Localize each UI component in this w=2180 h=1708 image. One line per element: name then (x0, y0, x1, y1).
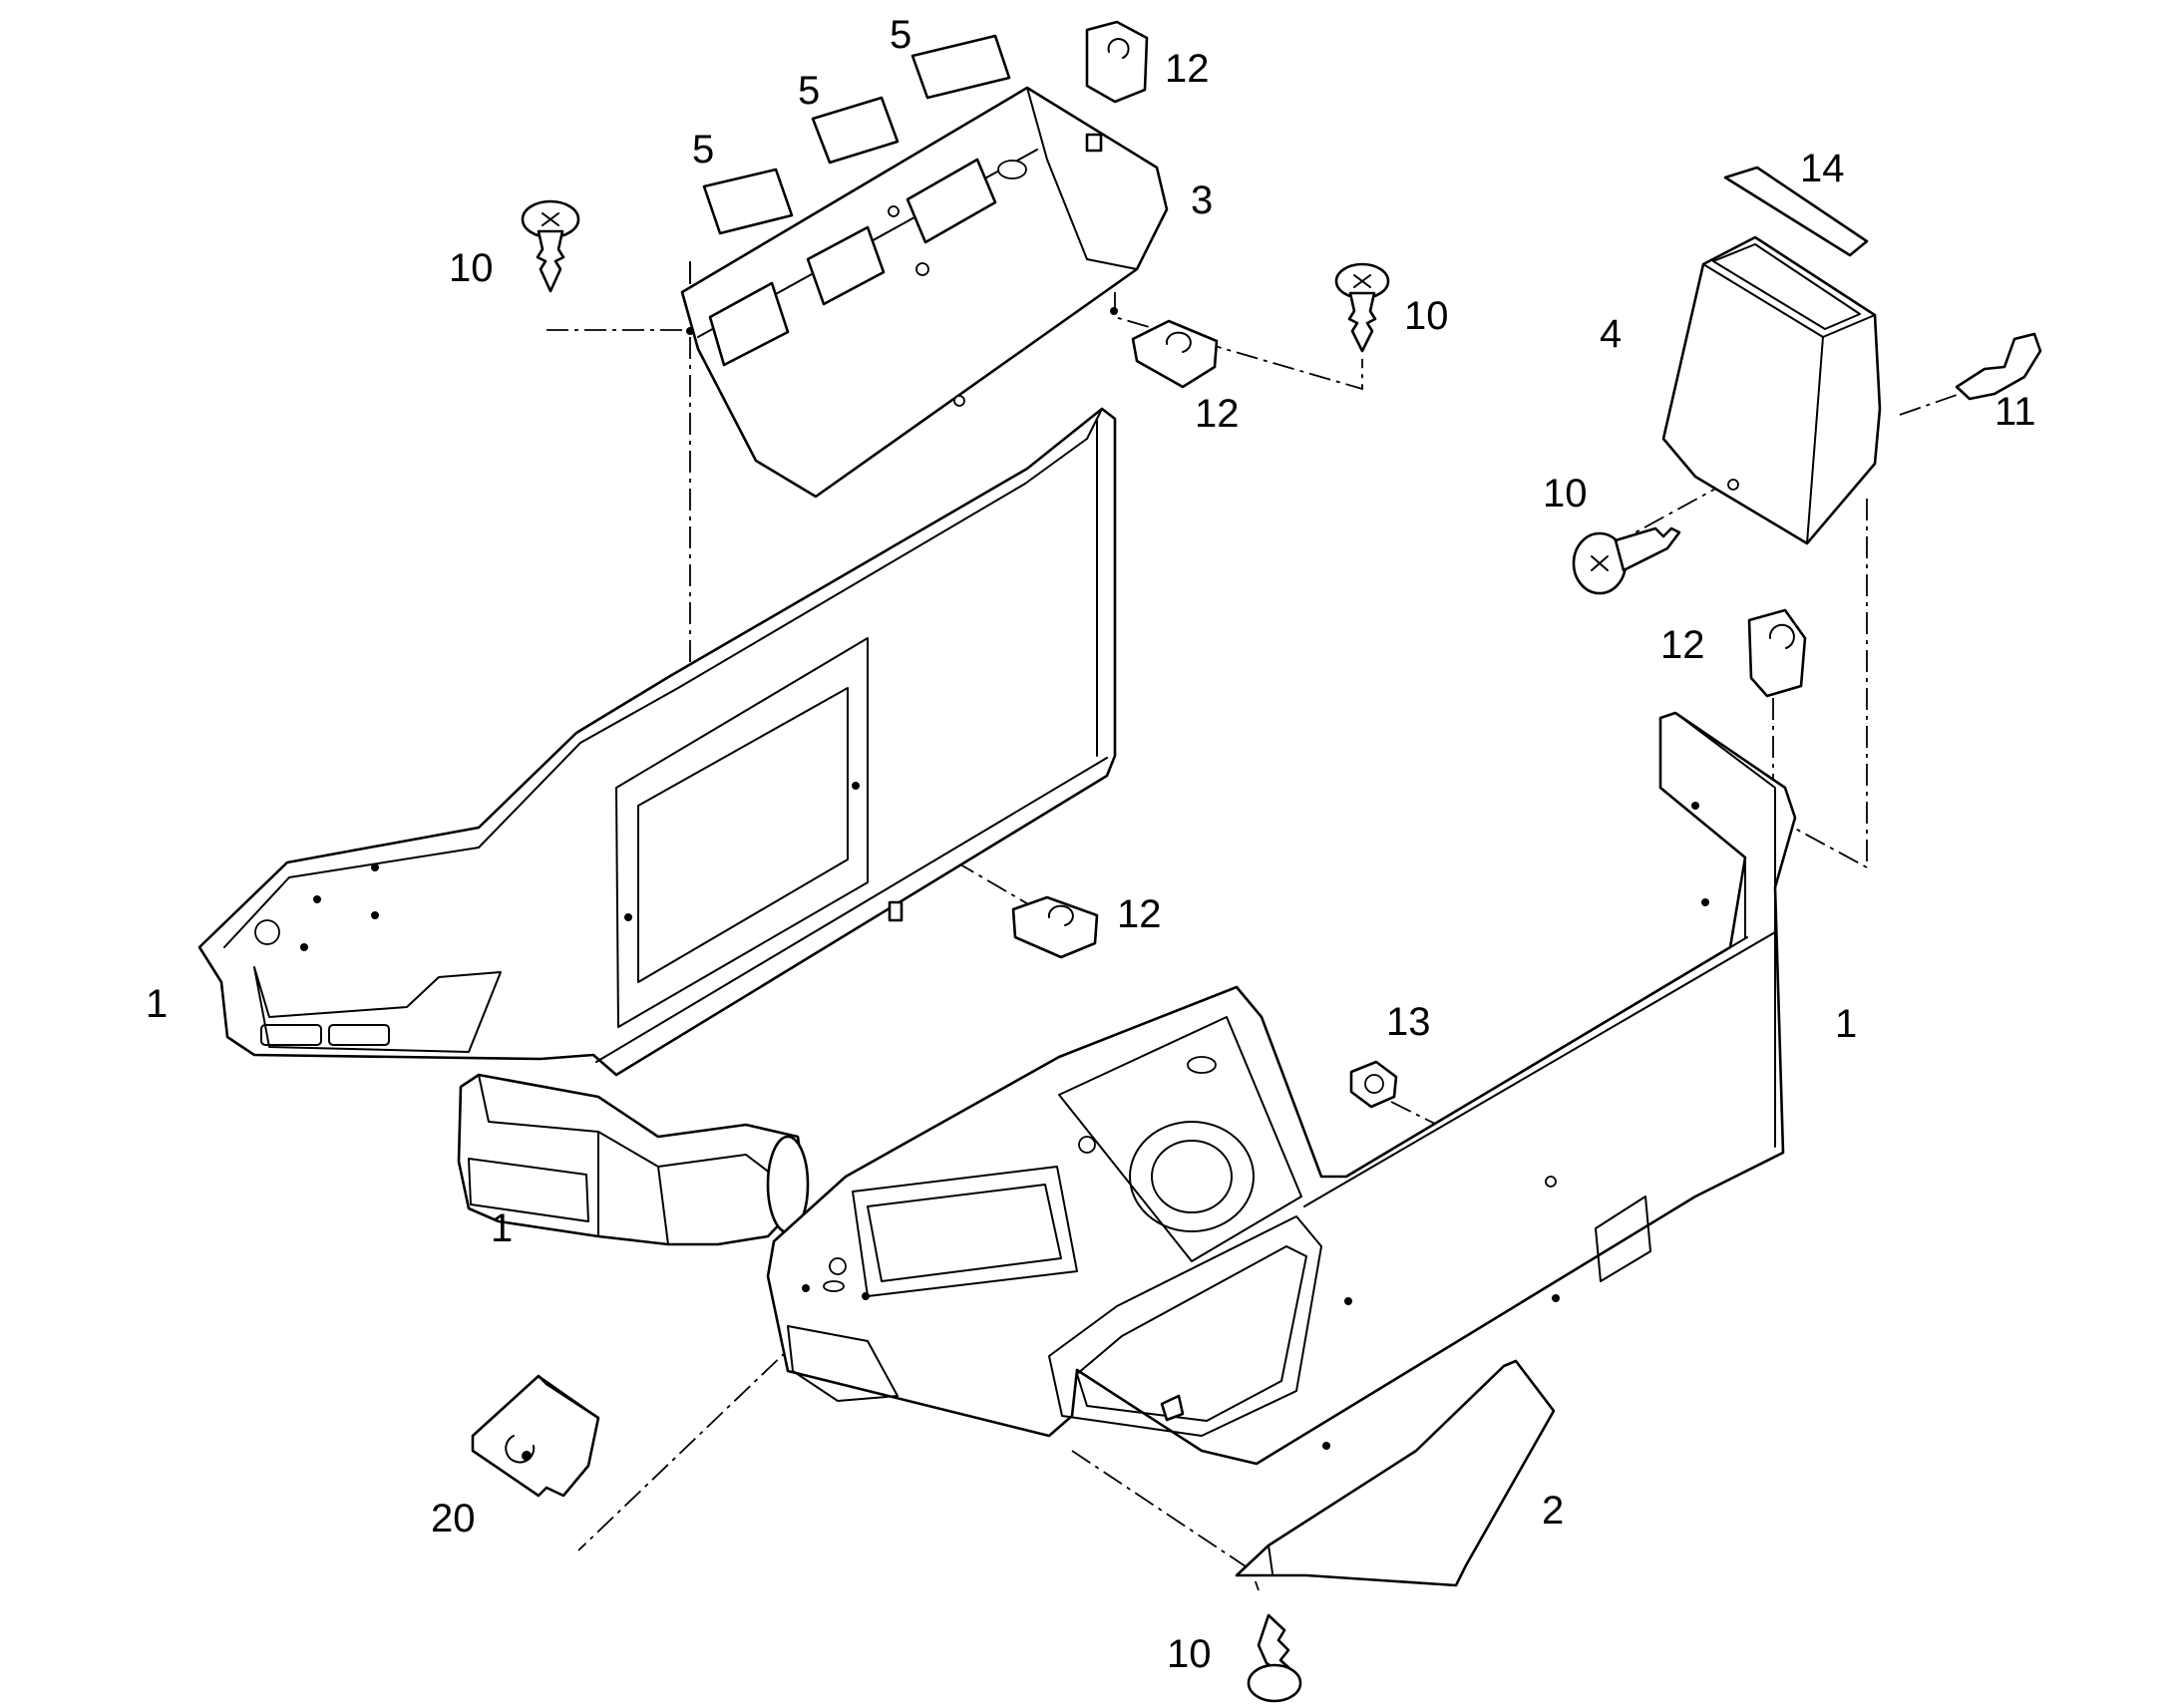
left-dash-panel (197, 407, 1117, 1077)
callout-4: 4 (1600, 312, 1622, 356)
decal-5-middle (811, 96, 900, 165)
clip-nut-right (1747, 608, 1807, 698)
callout-1-right: 1 (1835, 1002, 1857, 1046)
lid-plate (1723, 166, 1869, 257)
callout-1-left: 1 (146, 982, 168, 1026)
callout-10-right: 10 (1543, 472, 1588, 515)
mounting-bracket (471, 1374, 600, 1498)
callout-20: 20 (431, 1497, 476, 1540)
right-dash-frame (766, 711, 1797, 1466)
callout-14: 14 (1800, 147, 1845, 190)
clip-nut-tray-right (1131, 319, 1219, 389)
callout-12-right: 12 (1660, 623, 1705, 667)
callout-10-mid: 10 (1404, 294, 1449, 338)
callout-3: 3 (1191, 178, 1213, 222)
clip-nut-lower (1011, 895, 1099, 959)
callout-10-left: 10 (449, 246, 494, 290)
decal-5-right (910, 34, 1011, 100)
callout-2: 2 (1542, 1489, 1564, 1533)
callout-1-duct: 1 (491, 1206, 513, 1250)
callout-11: 11 (1995, 390, 2036, 434)
callout-10-bottom: 10 (1167, 1632, 1212, 1676)
callout-12-low: 12 (1117, 892, 1162, 936)
callout-5-a: 5 (692, 128, 714, 171)
callout-5-b: 5 (798, 69, 820, 113)
decal-labels (702, 34, 1011, 235)
callout-numbers: 5 5 5 12 3 14 10 10 4 11 12 10 12 12 1 1… (146, 13, 2036, 1676)
tray-window-2 (806, 225, 886, 306)
callout-5-c: 5 (890, 13, 911, 57)
hex-nut (1349, 1060, 1398, 1109)
cover-box (1661, 235, 1882, 545)
screw-top-left (521, 199, 580, 293)
callout-12-clip: 12 (1195, 392, 1240, 436)
upper-instrument-tray (680, 86, 1169, 499)
callout-13: 13 (1386, 1000, 1431, 1044)
screw-11 (1955, 332, 2042, 401)
decal-5-left (702, 168, 794, 235)
lower-trim-panel (1235, 1359, 1556, 1587)
screw-side-left (1572, 526, 1681, 595)
clip-nut-top (1085, 20, 1149, 153)
screw-bottom (1247, 1613, 1302, 1703)
air-duct (457, 1073, 810, 1246)
tray-window-3 (906, 158, 997, 244)
tray-window-1 (708, 281, 790, 367)
callout-12-top: 12 (1165, 47, 1210, 91)
mount-plate-slot (1160, 1394, 1185, 1422)
screw-top-mid (1334, 262, 1390, 353)
